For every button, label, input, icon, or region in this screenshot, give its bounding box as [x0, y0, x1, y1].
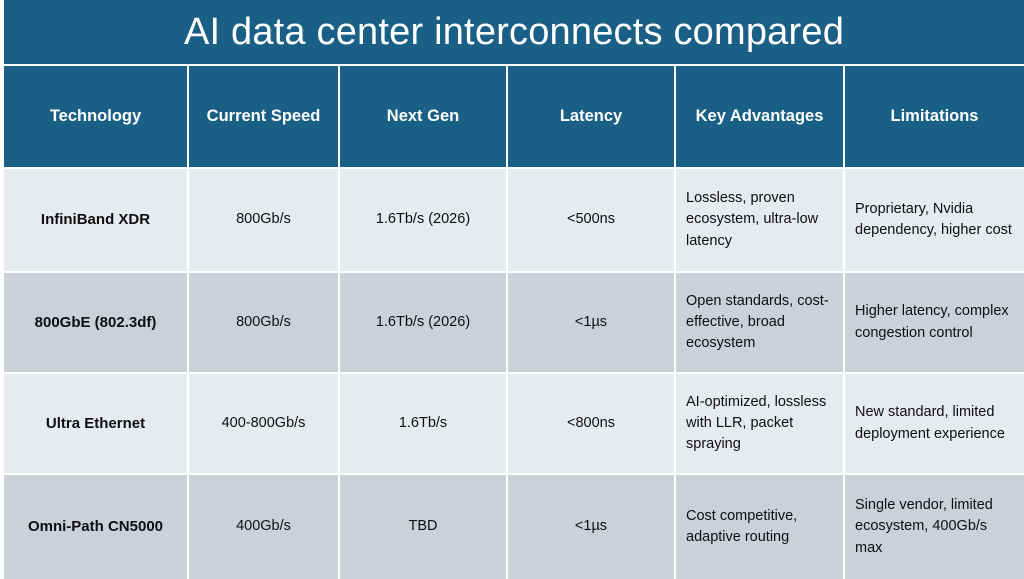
cell-current-speed: 400Gb/s [188, 474, 340, 579]
cell-limitations: New standard, limited deployment experie… [844, 373, 1024, 475]
cell-next-gen: TBD [339, 474, 508, 579]
cell-latency: <1µs [507, 272, 676, 374]
cell-limitations: Higher latency, complex congestion contr… [844, 272, 1024, 374]
cell-latency: <1µs [507, 474, 676, 579]
cell-technology: 800GbE (802.3df) [4, 272, 189, 374]
column-header-key-advantages[interactable]: Key Advantages [675, 66, 845, 169]
column-header-technology[interactable]: Technology [4, 66, 189, 169]
table-header-row: Technology Current Speed Next Gen Latenc… [4, 66, 1024, 169]
column-header-latency[interactable]: Latency [507, 66, 676, 169]
cell-key-advantages: Cost competitive, adaptive routing [675, 474, 845, 579]
cell-latency: <800ns [507, 373, 676, 475]
cell-next-gen: 1.6Tb/s (2026) [339, 168, 508, 273]
column-header-next-gen[interactable]: Next Gen [339, 66, 508, 169]
table-row: 800GbE (802.3df) 800Gb/s 1.6Tb/s (2026) … [4, 272, 1024, 374]
cell-current-speed: 800Gb/s [188, 168, 340, 273]
table-row: Ultra Ethernet 400-800Gb/s 1.6Tb/s <800n… [4, 373, 1024, 475]
cell-key-advantages: AI-optimized, lossless with LLR, packet … [675, 373, 845, 475]
cell-technology: Omni-Path CN5000 [4, 474, 189, 579]
column-header-current-speed[interactable]: Current Speed [188, 66, 340, 169]
table-row: InfiniBand XDR 800Gb/s 1.6Tb/s (2026) <5… [4, 168, 1024, 273]
page-title: AI data center interconnects compared [183, 11, 845, 53]
table-row: Omni-Path CN5000 400Gb/s TBD <1µs Cost c… [4, 474, 1024, 579]
cell-next-gen: 1.6Tb/s (2026) [339, 272, 508, 374]
slide-title-banner: AI data center interconnects compared [4, 0, 1024, 64]
cell-key-advantages: Open standards, cost-effective, broad ec… [675, 272, 845, 374]
comparison-table: Technology Current Speed Next Gen Latenc… [4, 66, 1024, 579]
cell-technology: Ultra Ethernet [4, 373, 189, 475]
cell-key-advantages: Lossless, proven ecosystem, ultra-low la… [675, 168, 845, 273]
cell-limitations: Proprietary, Nvidia dependency, higher c… [844, 168, 1024, 273]
cell-next-gen: 1.6Tb/s [339, 373, 508, 475]
cell-technology: InfiniBand XDR [4, 168, 189, 273]
cell-current-speed: 800Gb/s [188, 272, 340, 374]
cell-limitations: Single vendor, limited ecosystem, 400Gb/… [844, 474, 1024, 579]
column-header-limitations[interactable]: Limitations [844, 66, 1024, 169]
cell-current-speed: 400-800Gb/s [188, 373, 340, 475]
cell-latency: <500ns [507, 168, 676, 273]
